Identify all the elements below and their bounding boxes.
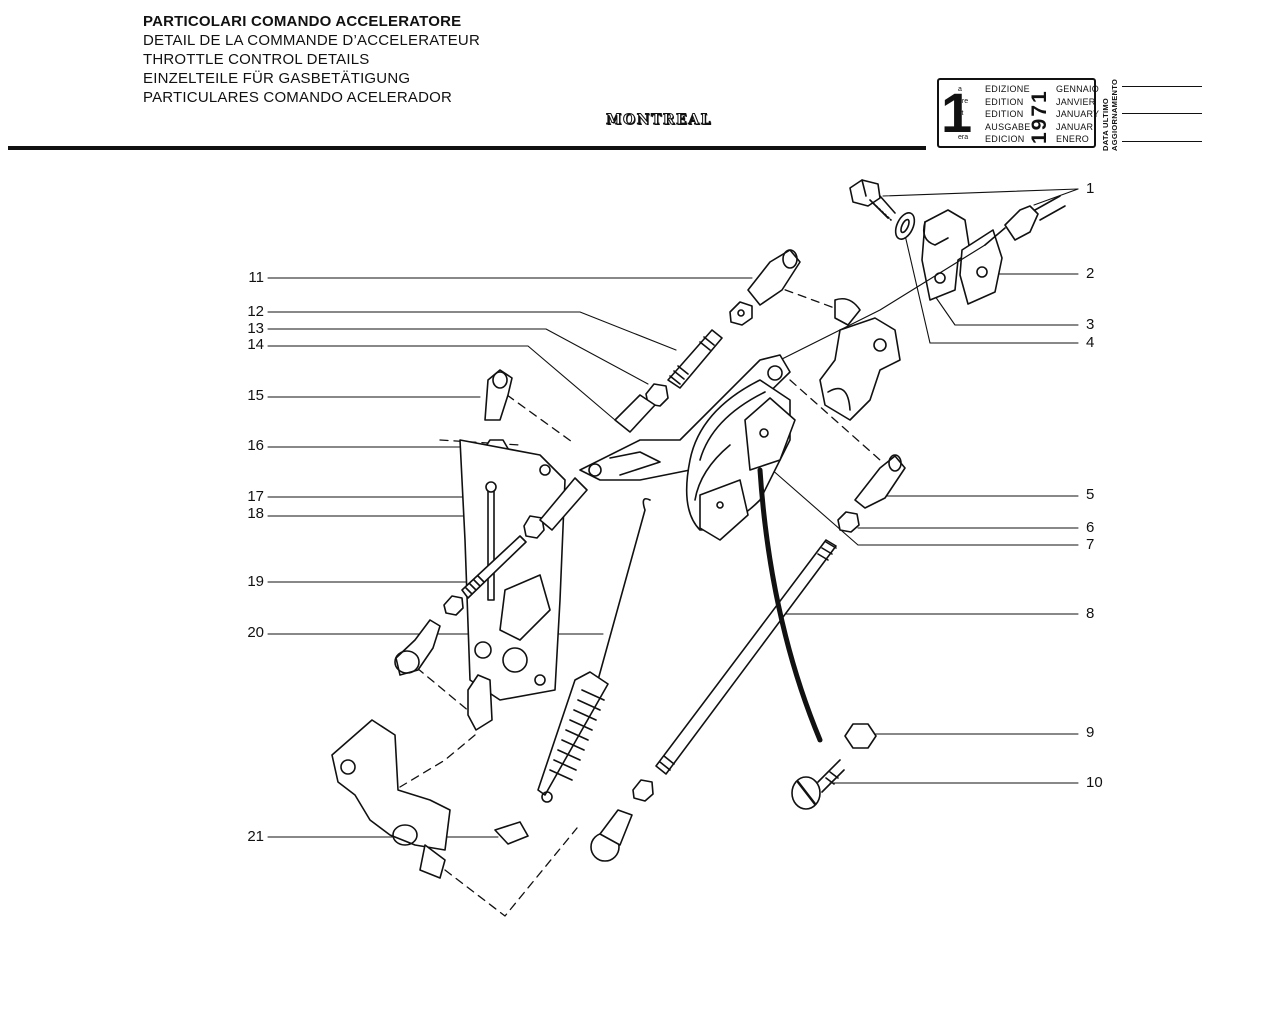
edition-ordinals: a ere st . era bbox=[958, 84, 968, 144]
edition-word: EDIZIONE bbox=[985, 84, 1030, 94]
edition-words: EDIZIONE EDITION EDITION AUSGABE EDICION bbox=[985, 83, 1031, 146]
callout-6: 6 bbox=[1086, 519, 1095, 536]
callout-1: 1 bbox=[1086, 180, 1095, 197]
edition-number: 1 bbox=[941, 81, 973, 144]
long-rod-part-8 bbox=[655, 539, 837, 775]
screw-part-10 bbox=[791, 759, 845, 810]
clip-part-21 bbox=[494, 821, 529, 845]
lever-assembly-part-14 bbox=[579, 354, 791, 481]
edition-ordinal: ere bbox=[958, 98, 969, 105]
cable-clamp-part-3 bbox=[921, 209, 971, 301]
ball-stud-lower bbox=[467, 641, 493, 731]
callout-12: 12 bbox=[247, 303, 264, 320]
edition-ordinal: . bbox=[958, 122, 960, 129]
callout-18: 18 bbox=[247, 505, 264, 522]
callout-2: 2 bbox=[1086, 265, 1095, 282]
update-blank-line bbox=[1122, 86, 1202, 87]
title-english: THROTTLE CONTROL DETAILS bbox=[143, 51, 370, 68]
nut-part-17 bbox=[523, 515, 545, 539]
washer-part-4 bbox=[894, 212, 916, 240]
edition-word: EDICION bbox=[985, 134, 1025, 144]
spacer-sleeve bbox=[443, 477, 588, 616]
header-rule bbox=[8, 146, 926, 150]
header-titles: PARTICOLARI COMANDO ACCELERATORE DETAIL … bbox=[143, 12, 480, 107]
callout-17: 17 bbox=[247, 488, 264, 505]
return-spring-part-20 bbox=[537, 497, 651, 803]
throttle-cable bbox=[779, 244, 986, 361]
callout-16: 16 bbox=[247, 437, 264, 454]
pulley-block-part-7 bbox=[699, 397, 796, 541]
callout-13: 13 bbox=[247, 320, 264, 337]
edition-month: JANUAR bbox=[1056, 121, 1094, 132]
edition-month: JANVIER bbox=[1056, 96, 1096, 107]
ball-joint-part-15 bbox=[484, 369, 513, 421]
stud-part-19 bbox=[461, 535, 527, 599]
edition-ordinal: a bbox=[958, 86, 962, 93]
stud-part-18 bbox=[485, 481, 497, 601]
callout-10: 10 bbox=[1086, 774, 1103, 791]
edition-month: ENERO bbox=[1056, 134, 1090, 144]
edition-box: 1 a ere st . era EDIZIONE EDITION EDITIO… bbox=[937, 78, 1099, 148]
edition-ordinal: era bbox=[958, 134, 969, 141]
update-blank-line bbox=[1122, 113, 1202, 114]
callout-5: 5 bbox=[1086, 486, 1095, 503]
cable-fitting bbox=[984, 195, 1066, 246]
edition-ordinal: st bbox=[958, 110, 964, 117]
title-french: DETAIL DE LA COMMANDE D’ACCELERATEUR bbox=[143, 32, 480, 49]
lower-bracket bbox=[331, 719, 451, 879]
callout-21: 21 bbox=[247, 828, 264, 845]
callout-19: 19 bbox=[247, 573, 264, 590]
callout-7: 7 bbox=[1086, 536, 1095, 553]
cable-curved bbox=[757, 467, 823, 743]
nut-part-9 bbox=[844, 723, 877, 749]
title-spanish: PARTICULARES COMANDO ACELERADOR bbox=[143, 89, 453, 106]
title-german: EINZELTEILE FÜR GASBETÄTIGUNG bbox=[143, 70, 411, 87]
callout-4: 4 bbox=[1086, 334, 1095, 351]
update-blank-line bbox=[1122, 141, 1202, 142]
ball-joint-part-5 bbox=[854, 454, 906, 509]
ball-joint-lower-left bbox=[394, 619, 441, 676]
mounting-bracket-right bbox=[819, 297, 901, 421]
title-italian: PARTICOLARI COMANDO ACCELERATORE bbox=[143, 13, 462, 30]
callout-20: 20 bbox=[247, 624, 264, 641]
callout-9: 9 bbox=[1086, 724, 1095, 741]
edition-word: AUSGABE bbox=[985, 121, 1031, 132]
callout-8: 8 bbox=[1086, 605, 1095, 622]
carburettor-mounting-plate bbox=[459, 439, 566, 701]
callout-14: 14 bbox=[247, 336, 264, 353]
leader-lines-right bbox=[769, 188, 1079, 784]
edition-months: GENNAIO JANVIER JANUARY JANUAR ENERO bbox=[1056, 83, 1099, 146]
threaded-rod-part-12 bbox=[667, 329, 723, 389]
edition-month: JANUARY bbox=[1056, 109, 1100, 119]
callout-11: 11 bbox=[248, 269, 264, 286]
brand-logo: MONTREAL bbox=[606, 112, 712, 129]
assembly-guides bbox=[399, 284, 881, 917]
callout-3: 3 bbox=[1086, 316, 1095, 333]
ball-joint-part-11 bbox=[729, 249, 801, 326]
plate-part-2 bbox=[959, 229, 1003, 305]
hex-bolt-part-1 bbox=[849, 179, 896, 221]
edition-word: EDITION bbox=[985, 96, 1024, 107]
nut-part-6 bbox=[837, 511, 860, 533]
ball-joint-bottom bbox=[590, 779, 654, 862]
edition-word: EDITION bbox=[985, 109, 1024, 119]
edition-month: GENNAIO bbox=[1056, 84, 1099, 94]
callout-15: 15 bbox=[247, 387, 264, 404]
